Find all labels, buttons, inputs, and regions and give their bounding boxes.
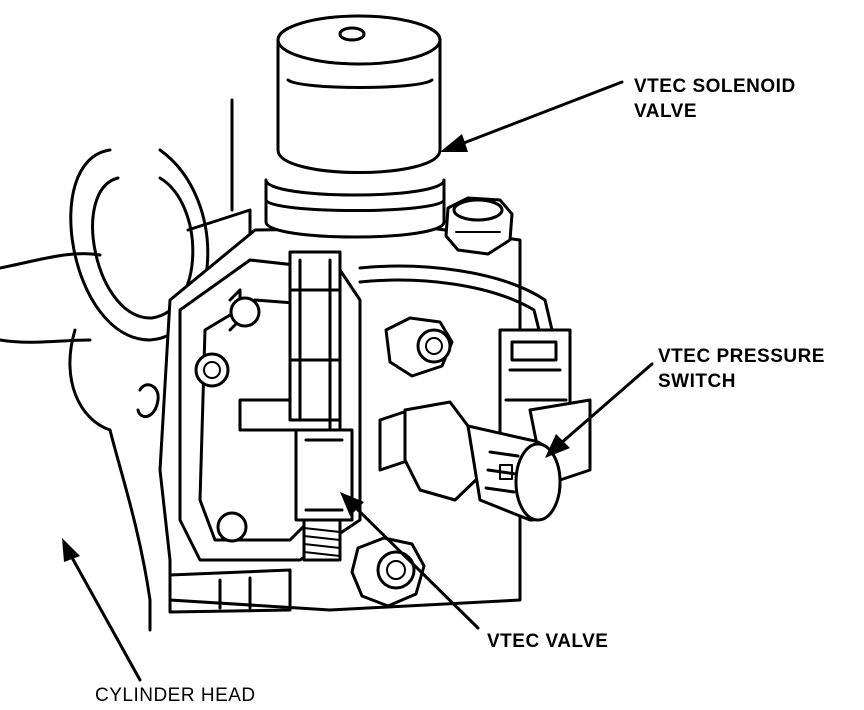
arrow-solenoid bbox=[440, 80, 624, 152]
arrow-cylinder-head bbox=[62, 538, 142, 682]
label-pressure-line1: VTEC PRESSURE bbox=[658, 346, 825, 367]
hex-bolt-top bbox=[444, 196, 514, 256]
arrow-vtec-valve bbox=[340, 492, 480, 630]
label-solenoid-line2: VALVE bbox=[634, 101, 698, 122]
pressure-switch bbox=[378, 400, 562, 522]
vtec-valve-spool bbox=[294, 428, 354, 562]
label-vtec-valve: VTEC VALVE bbox=[487, 631, 609, 652]
arrow-pressure-switch bbox=[545, 362, 654, 458]
label-pressure-line2: SWITCH bbox=[658, 371, 736, 392]
solenoid-valve bbox=[264, 14, 446, 422]
cylinder-head-outline bbox=[0, 98, 252, 632]
bottom-bolt bbox=[350, 536, 426, 608]
oil-tube bbox=[358, 264, 554, 336]
label-cylinder-head: CYLINDER HEAD bbox=[95, 685, 256, 706]
label-solenoid-line1: VTEC SOLENOID bbox=[634, 76, 796, 97]
middle-bolt bbox=[384, 316, 454, 378]
